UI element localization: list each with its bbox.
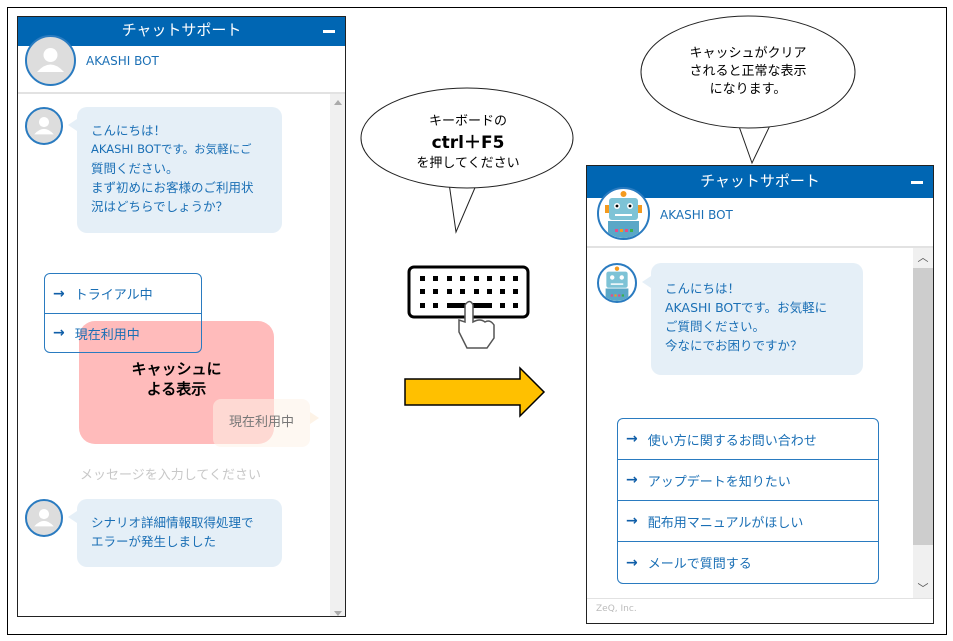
hand-pointer-icon bbox=[458, 300, 495, 349]
chevron-up-icon[interactable]: ︿ bbox=[917, 251, 929, 264]
chat-title: チャットサポート bbox=[700, 172, 820, 190]
scroll-down-icon[interactable] bbox=[334, 611, 342, 616]
callout-shortcut: ctrl＋F5 bbox=[431, 133, 505, 153]
message-line: 質問ください。 bbox=[91, 161, 179, 176]
message-line: AKASHI BOTです。お気軽に bbox=[665, 300, 828, 315]
option-usage-inquiry[interactable]: → 使い方に関するお問い合わせ bbox=[618, 419, 878, 460]
error-message: シナリオ詳細情報取得処理で エラーが発生しました bbox=[77, 499, 282, 567]
chat-window-correct: チャットサポート AKASHI BOT ︿ ﹀ こんにちは！ AKASHI BO… bbox=[586, 165, 934, 624]
header-divider bbox=[587, 246, 933, 248]
bot-message: こんにちは！ AKASHI BOTです。お気軽に ご質問ください。 今なにでお困… bbox=[651, 263, 863, 375]
user-placeholder-icon bbox=[34, 116, 54, 135]
option-list: → トライアル中 → 現在利用中 bbox=[44, 273, 202, 353]
bubble-tail bbox=[310, 412, 319, 424]
option-trial[interactable]: → トライアル中 bbox=[45, 274, 201, 314]
diagram-frame bbox=[7, 7, 947, 635]
bubble-tail bbox=[642, 276, 651, 288]
arrow-right-icon bbox=[404, 366, 546, 418]
minimize-icon[interactable] bbox=[323, 30, 335, 33]
arrow-right-icon: → bbox=[626, 472, 638, 488]
bot-avatar bbox=[25, 35, 76, 86]
chat-window-cached: チャットサポート AKASHI BOT こんにちは！ AKASHI BOTです。… bbox=[17, 16, 346, 617]
message-line: こんにちは！ bbox=[91, 123, 167, 138]
message-line: ご質問ください。 bbox=[665, 319, 766, 334]
option-label: 配布用マニュアルがほしい bbox=[647, 515, 804, 531]
bot-name: AKASHI BOT bbox=[86, 54, 159, 68]
scrollbar[interactable]: ︿ ﹀ bbox=[913, 248, 933, 598]
footer-divider bbox=[587, 598, 933, 599]
robot-icon bbox=[605, 191, 642, 238]
option-email[interactable]: → メールで質問する bbox=[618, 542, 878, 583]
message-avatar bbox=[597, 263, 637, 303]
user-placeholder-icon bbox=[34, 508, 54, 527]
speech-bubble bbox=[360, 87, 574, 189]
callout-line: を押してください bbox=[416, 156, 520, 171]
bot-name: AKASHI BOT bbox=[660, 208, 733, 222]
callout-line: になります。 bbox=[709, 82, 787, 97]
message-avatar bbox=[25, 107, 63, 145]
user-reply-text: 現在利用中 bbox=[228, 415, 294, 430]
result-callout bbox=[640, 15, 856, 165]
instruction-graphic bbox=[360, 87, 574, 418]
message-line: まず初めにお客様のご利用状 bbox=[91, 180, 254, 195]
option-current[interactable]: → 現在利用中 bbox=[45, 314, 201, 352]
arrow-right-icon: → bbox=[626, 513, 638, 529]
arrow-right-icon: → bbox=[53, 285, 65, 302]
option-label: 使い方に関するお問い合わせ bbox=[647, 433, 817, 449]
user-placeholder-icon bbox=[37, 48, 64, 72]
message-line: こんにちは！ bbox=[665, 281, 741, 296]
callout-line: されると正常な表示 bbox=[689, 64, 807, 79]
message-line: シナリオ詳細情報取得処理で bbox=[91, 515, 254, 530]
scroll-up-icon[interactable] bbox=[334, 100, 342, 105]
scroll-thumb[interactable] bbox=[913, 268, 933, 545]
option-list: → 使い方に関するお問い合わせ → アップデートを知りたい → 配布用マニュアルがほし… bbox=[617, 418, 879, 584]
overlay-line: よる表示 bbox=[146, 380, 207, 398]
arrow-right-icon: → bbox=[626, 554, 638, 571]
scrollbar[interactable] bbox=[330, 94, 345, 616]
arrow-right-icon: → bbox=[626, 431, 638, 447]
robot-icon bbox=[605, 266, 629, 301]
option-label: 現在利用中 bbox=[74, 327, 140, 343]
result-callout-text: キャッシュがクリア されると正常な表示 になります。 bbox=[648, 45, 848, 99]
message-line: 今なにでお困りですか？ bbox=[665, 338, 803, 353]
user-reply-faded: 現在利用中 bbox=[213, 399, 310, 447]
option-label: メールで質問する bbox=[647, 557, 752, 572]
footer-credit: ZeQ, Inc. bbox=[596, 604, 637, 614]
overlay-line: キャッシュに bbox=[131, 360, 222, 378]
option-manual[interactable]: → 配布用マニュアルがほしい bbox=[618, 501, 878, 542]
message-avatar bbox=[25, 499, 63, 537]
bubble-tail bbox=[68, 511, 77, 523]
chat-header: チャットサポート bbox=[587, 166, 933, 198]
message-line: AKASHI BOTです。お気軽にご bbox=[91, 142, 252, 156]
chevron-down-icon[interactable]: ﹀ bbox=[917, 582, 929, 595]
chat-title: チャットサポート bbox=[121, 21, 242, 39]
chat-header: チャットサポート bbox=[18, 17, 345, 46]
option-label: アップデートを知りたい bbox=[647, 474, 791, 490]
header-divider bbox=[18, 92, 345, 94]
bot-avatar bbox=[597, 187, 650, 240]
callout-line: キャッシュがクリア bbox=[689, 46, 807, 61]
callout-line: キーボードの bbox=[428, 114, 507, 129]
bubble-tail bbox=[68, 119, 77, 131]
option-label: トライアル中 bbox=[74, 288, 153, 303]
message-line: エラーが発生しました bbox=[91, 534, 217, 549]
message-line: 況はどちらでしょうか？ bbox=[91, 199, 229, 214]
option-updates[interactable]: → アップデートを知りたい bbox=[618, 460, 878, 501]
arrow-right-icon: → bbox=[53, 325, 65, 341]
bot-message: こんにちは！ AKASHI BOTです。お気軽にご 質問ください。 まず初めにお… bbox=[77, 107, 282, 233]
message-input[interactable]: メッセージを入力してください bbox=[80, 468, 261, 483]
minimize-icon[interactable] bbox=[911, 181, 923, 184]
callout-text: キーボードの ctrl＋F5 を押してください bbox=[373, 112, 563, 174]
